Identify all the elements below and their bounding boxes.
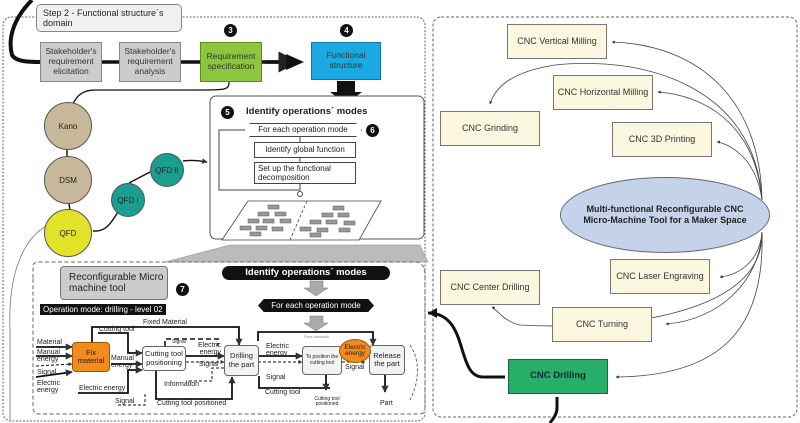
- label-electric-energy-3: Electric energy: [198, 342, 221, 357]
- main-flow-line: [8, 0, 41, 64]
- small-label: Para destrado: [304, 334, 330, 339]
- center-ellipse: Multi-functional Reconfigurable CNC Micr…: [560, 177, 770, 253]
- step-label: Step 2 - Functional structure´s domain: [36, 4, 182, 32]
- machine-grinding: CNC Grinding: [440, 111, 540, 146]
- label-fixed-material: Fixed Material: [143, 319, 187, 326]
- machine-horizontal-milling: CNC Horizontal Milling: [553, 75, 653, 110]
- label-signal-bottom: Signal: [115, 398, 135, 405]
- label-manual-energy-in: Manual energy: [37, 349, 60, 364]
- down-arrow: [330, 81, 362, 104]
- decomposition-sheet: [221, 200, 382, 241]
- machine-frame: [32, 261, 426, 415]
- label-signal-dashed: Signal: [172, 339, 186, 345]
- process-analysis: Stakeholder's requirement analysis: [119, 42, 181, 82]
- operation-mode-label: Operation mode: drilling - level 02: [40, 304, 166, 315]
- function-drilling: Drilling the part: [224, 345, 259, 376]
- label-electric-energy-in: Electric energy: [37, 380, 60, 395]
- arrow-to-functional: [286, 54, 304, 70]
- function-to-position-cutting-tool: To position the cutting tool: [302, 346, 342, 375]
- badge-5: 5: [221, 106, 234, 119]
- process-requirement-specification: Requirement specification: [200, 42, 262, 82]
- label-electric-energy-4: Electric energy: [266, 343, 289, 358]
- label-material: Material: [37, 339, 62, 346]
- label-electric-energy-2: Electric energy: [79, 385, 126, 392]
- method-dsm: DSM: [44, 156, 92, 204]
- for-each-mode-pill: For each operation mode: [258, 299, 374, 312]
- label-cutting-tool-2: Cutting tool: [265, 389, 301, 396]
- label-signal-in: Signal: [37, 369, 57, 376]
- step-identify-global-function: Identify global function: [254, 142, 356, 158]
- label-cutting-tool-positioned-2: Cutting tool positioned: [314, 396, 340, 408]
- zoom-funnel: [164, 244, 429, 263]
- method-qfd-2: QFD II: [150, 153, 184, 187]
- machine-3d-printing: CNC 3D Printing: [612, 122, 712, 157]
- label-signal-3: Signal: [199, 361, 219, 368]
- machine-vertical-milling: CNC Vertical Milling: [507, 24, 607, 59]
- machine-center-drilling: CNC Center Drilling: [440, 270, 540, 305]
- badge-7: 7: [176, 283, 189, 296]
- left-panel-frame: [2, 16, 426, 422]
- identify-modes-pill: Identify operations´ modes: [222, 266, 390, 280]
- method-kano: Kano: [44, 102, 92, 150]
- badge-6: 6: [366, 124, 379, 137]
- decomposition-blocks: [239, 204, 356, 238]
- machine-title: Reconfigurable Micro machine tool: [60, 266, 168, 300]
- label-cutting-tool-positioned: Cutting tool positioned: [157, 400, 227, 407]
- label-signal-5: Signal: [345, 364, 365, 371]
- label-manual-energy-2: Manual energy: [111, 355, 134, 370]
- process-elicitation: Stakeholder's requirement elicitation: [40, 42, 102, 82]
- machine-turning: CNC Turning: [552, 307, 652, 342]
- function-fix-material: Fix material: [72, 342, 110, 372]
- label-part: Part: [380, 400, 393, 407]
- label-information: Information: [164, 381, 200, 388]
- function-release-part: Release the part: [369, 345, 405, 375]
- operations-title: Identify operations´ modes: [246, 106, 368, 117]
- drilling-link-line: [427, 311, 505, 379]
- step-functional-decomposition: Set up the functional decomposition: [254, 162, 356, 184]
- method-qfd-1: QFD I: [111, 183, 145, 217]
- label-signal-4: Signal: [266, 374, 286, 381]
- machine-drilling: CNC Drilling: [508, 359, 608, 394]
- method-qfd: QFD: [44, 209, 92, 257]
- process-functional-structure: Functional structure: [311, 42, 381, 80]
- machine-laser-engraving: CNC Laser Engraving: [610, 259, 710, 294]
- badge-4: 4: [340, 24, 353, 37]
- electric-energy-highlight: Electric energy: [339, 339, 371, 363]
- loop-for-each-mode: For each operation mode: [244, 123, 362, 137]
- label-cutting-tool-1: Cutting tool: [99, 326, 135, 333]
- function-cutting-tool-positioning: Cutting tool positioning: [142, 346, 186, 371]
- right-panel-frame: [432, 16, 798, 418]
- badge-3: 3: [224, 24, 237, 37]
